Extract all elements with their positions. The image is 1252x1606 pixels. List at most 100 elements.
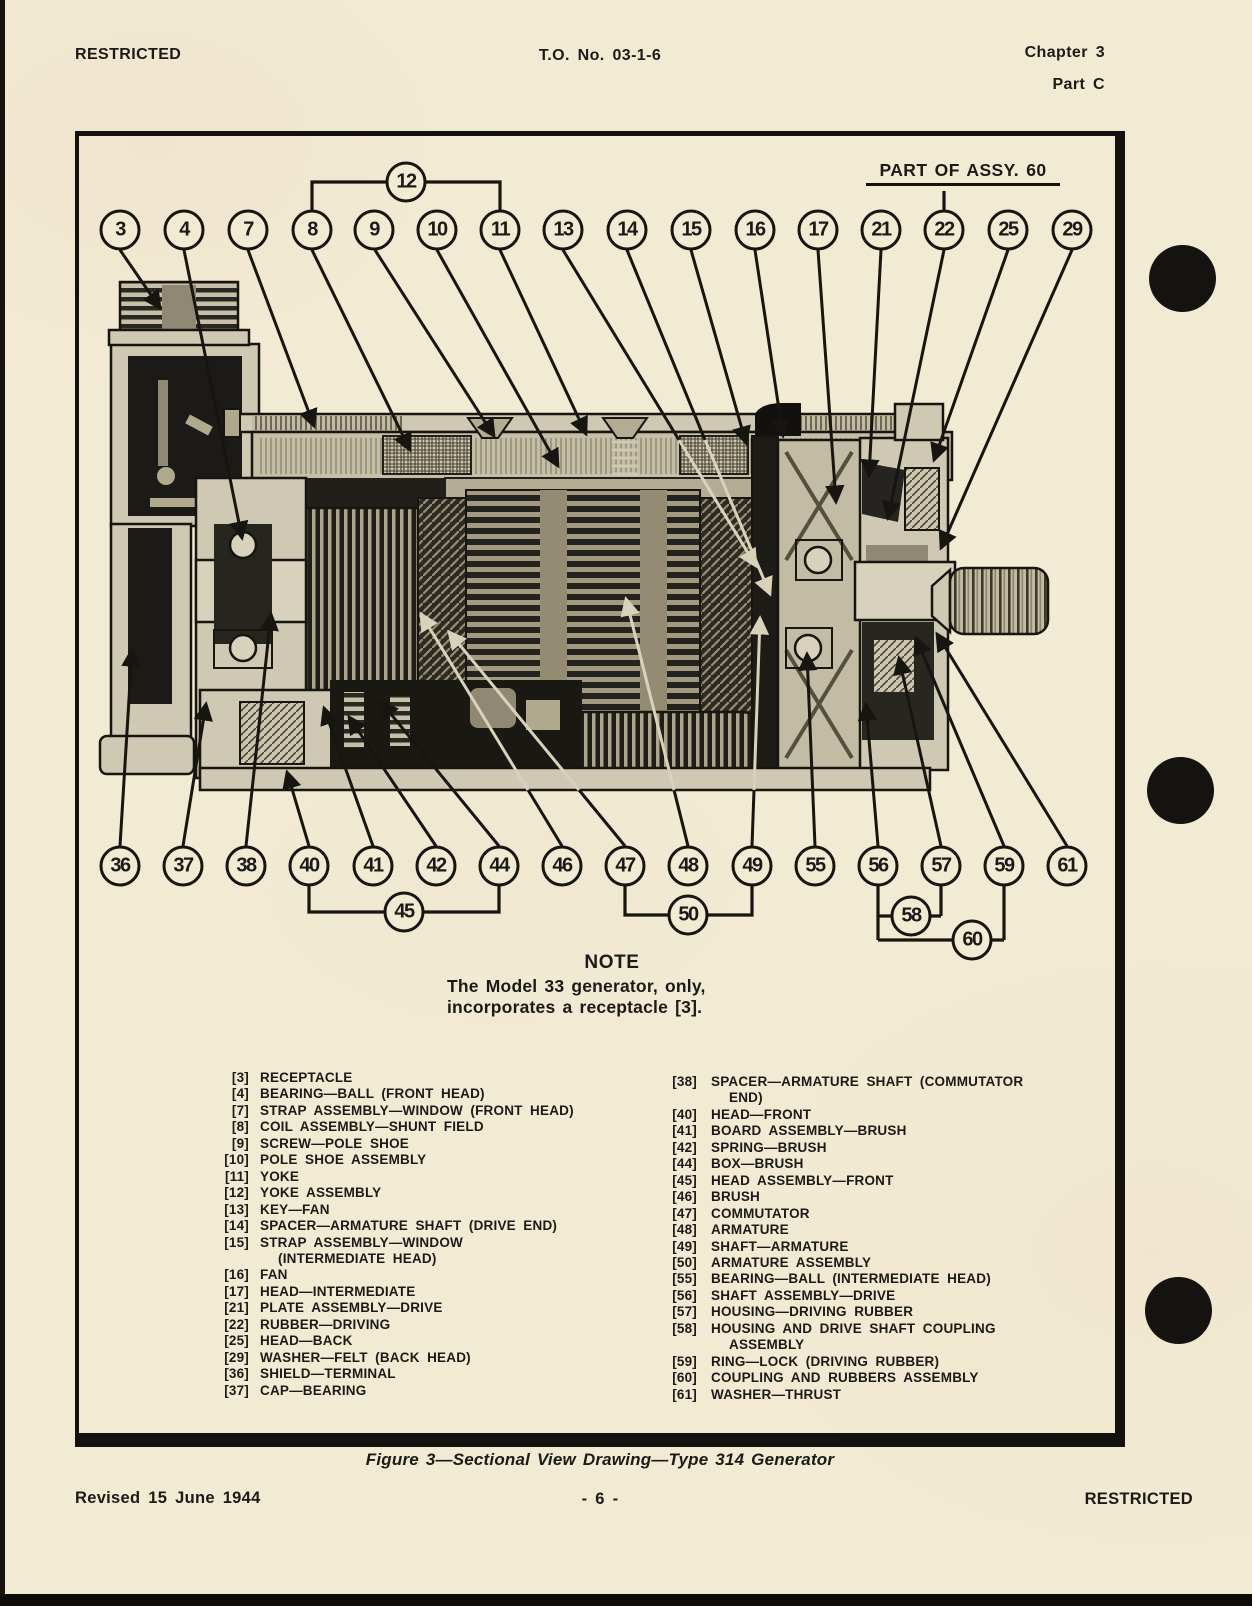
part-label: RING—LOCK (DRIVING RUBBER) (711, 1353, 940, 1369)
part-label: ARMATURE (711, 1222, 789, 1238)
part-number: [41] (672, 1123, 697, 1139)
part-label: FAN (260, 1267, 288, 1283)
parts-list-item: [3]RECEPTACLE (197, 1070, 627, 1086)
callout-41: 41 (352, 845, 394, 887)
parts-list-right-column: [38] SPACER—ARMATURE SHAFT (COMMUTATOR EN… (645, 1074, 1085, 1403)
parts-list-item: [55]BEARING—BALL (INTERMEDIATE HEAD) (645, 1271, 1085, 1287)
part-number: [49] (672, 1238, 697, 1254)
part-number: [36] (224, 1366, 249, 1382)
header-part: Part C (1052, 76, 1105, 93)
part-number: [25] (224, 1333, 249, 1349)
note-line-1: The Model 33 generator, only, (447, 976, 706, 996)
callout-7: 7 (227, 209, 269, 251)
callout-15: 15 (670, 209, 712, 251)
callout-12: 12 (385, 161, 427, 203)
parts-list-item: [49] SHAFT—ARMATURE (645, 1239, 1085, 1255)
part-label: RUBBER—DRIVING (260, 1316, 391, 1332)
header-classification-left: RESTRICTED (75, 46, 182, 63)
binding-hole-middle (1147, 757, 1214, 824)
parts-list-item: [10]POLE SHOE ASSEMBLY (197, 1152, 627, 1168)
part-label: SHAFT—ARMATURE (711, 1238, 849, 1254)
part-number: [16] (224, 1267, 249, 1283)
part-number: [11] (224, 1168, 249, 1184)
callout-16: 16 (734, 209, 776, 251)
callout-55: 55 (794, 845, 836, 887)
callout-8: 8 (291, 209, 333, 251)
part-number: [48] (672, 1222, 697, 1238)
parts-list-item: [57]HOUSING—DRIVING RUBBER (645, 1304, 1085, 1320)
part-number: [8] (231, 1119, 249, 1135)
part-number: [38] (672, 1074, 697, 1089)
parts-list-item: [21]PLATE ASSEMBLY—DRIVE (197, 1300, 627, 1316)
part-number: [15] (224, 1234, 249, 1250)
part-label: STRAP ASSEMBLY—WINDOW (INTERMEDIATE HEAD… (260, 1234, 463, 1266)
header-to-number: T.O. No. 03-1-6 (538, 47, 662, 64)
leader-lines (118, 249, 1074, 847)
callout-4: 4 (163, 209, 205, 251)
part-label: STRAP ASSEMBLY—WINDOW (FRONT HEAD) (260, 1102, 574, 1118)
part-label: COMMUTATOR (711, 1205, 810, 1221)
note-title: NOTE (584, 952, 640, 973)
part-label: WASHER—FELT (BACK HEAD) (260, 1349, 471, 1365)
callout-56: 56 (857, 845, 899, 887)
callout-57: 57 (920, 845, 962, 887)
callout-3: 3 (99, 209, 141, 251)
part-label: BEARING—BALL (INTERMEDIATE HEAD) (711, 1271, 991, 1287)
part-label: ARMATURE ASSEMBLY (711, 1254, 872, 1270)
part-number: [44] (672, 1156, 697, 1172)
note-line-2: incorporates a receptacle [3]. (447, 997, 703, 1017)
parts-list-item: [14] SPACER—ARMATURE SHAFT (DRIVE END) (197, 1218, 627, 1234)
part-number: [47] (672, 1205, 697, 1221)
scan-edge-bottom (0, 1594, 1252, 1606)
part-number: [46] (672, 1189, 697, 1205)
parts-list-item: [58] HOUSING AND DRIVE SHAFT COUPLING ASS… (645, 1321, 1085, 1354)
parts-list-item: [46]BRUSH (645, 1189, 1085, 1205)
parts-list-item: [4]BEARING—BALL (FRONT HEAD) (197, 1086, 627, 1102)
parts-list-item: [44] BOX—BRUSH (645, 1156, 1085, 1172)
parts-list-item: [12]YOKE ASSEMBLY (197, 1185, 627, 1201)
part-number: [37] (224, 1382, 249, 1398)
part-label: BOX—BRUSH (711, 1156, 804, 1172)
callout-49: 49 (731, 845, 773, 887)
part-label: SPACER—ARMATURE SHAFT (COMMUTATOR END) (711, 1074, 1024, 1106)
part-label: SCREW—POLE SHOE (260, 1135, 410, 1151)
callout-50: 50 (667, 894, 709, 936)
footer-revision-date: Revised 15 June 1944 (75, 1489, 261, 1507)
part-number: [58] (672, 1320, 697, 1336)
parts-list-item: [9]SCREW—POLE SHOE (197, 1136, 627, 1152)
part-of-assy-label: PART OF ASSY. 60 (866, 160, 1060, 186)
part-number: [4] (231, 1086, 249, 1102)
figure-caption: Figure 3—Sectional View Drawing—Type 314… (365, 1450, 835, 1469)
part-label: HOUSING AND DRIVE SHAFT COUPLING ASSEMBL… (711, 1320, 996, 1353)
footer-page-number: - 6 - (581, 1490, 619, 1508)
footer-classification-right: RESTRICTED (1084, 1490, 1193, 1508)
parts-list-item: [11]YOKE (197, 1169, 627, 1185)
part-label: SPACER—ARMATURE SHAFT (DRIVE END) (260, 1218, 558, 1234)
part-number: [7] (231, 1102, 249, 1118)
parts-list-item: [22]RUBBER—DRIVING (197, 1317, 627, 1333)
part-number: [60] (672, 1370, 697, 1386)
part-number: [21] (224, 1300, 249, 1316)
part-number: [42] (672, 1139, 697, 1155)
part-label: BOARD ASSEMBLY—BRUSH (711, 1123, 907, 1139)
binding-hole-top (1149, 245, 1216, 312)
part-label: KEY—FAN (260, 1201, 330, 1217)
scan-edge-left (0, 0, 5, 1606)
parts-list-left-column: [3]RECEPTACLE[4]BEARING—BALL (FRONT HEAD… (197, 1070, 627, 1399)
part-label: SHAFT ASSEMBLY—DRIVE (711, 1287, 896, 1303)
parts-list-item: [36]SHIELD—TERMINAL (197, 1366, 627, 1382)
part-label: CAP—BEARING (260, 1382, 367, 1398)
part-number: [61] (672, 1386, 697, 1402)
binding-hole-bottom (1145, 1277, 1212, 1344)
callout-38: 38 (225, 845, 267, 887)
callout-42: 42 (415, 845, 457, 887)
parts-list-item: [48] ARMATURE (645, 1222, 1085, 1238)
part-number: [14] (224, 1218, 249, 1234)
parts-list-item: [50]ARMATURE ASSEMBLY (645, 1255, 1085, 1271)
callout-22: 22 (923, 209, 965, 251)
parts-list-item: [17]HEAD—INTERMEDIATE (197, 1284, 627, 1300)
part-number: [29] (224, 1349, 249, 1365)
part-label: POLE SHOE ASSEMBLY (260, 1152, 427, 1168)
parts-list-item: [42]SPRING—BRUSH (645, 1140, 1085, 1156)
